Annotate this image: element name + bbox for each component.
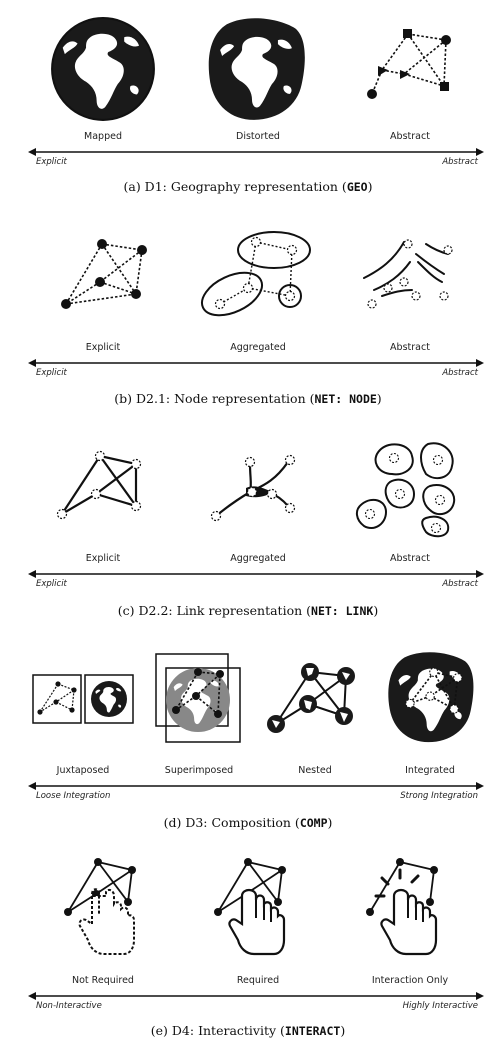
panel-link: Explicit Aggregated Abstract Explicit Ab… xyxy=(0,420,496,625)
link-explicit-icon xyxy=(56,450,142,520)
network-abstract-icon xyxy=(367,29,451,99)
label-nested: Nested xyxy=(298,765,332,776)
integrated-icon xyxy=(388,652,474,743)
panel-composition: Juxtaposed Superimposed Nested Integrate… xyxy=(0,632,496,837)
caption: (b) D2.1: Node representation (NET: NODE… xyxy=(114,391,382,406)
label-aggregated: Aggregated xyxy=(230,553,286,564)
label-distorted: Distorted xyxy=(236,131,280,142)
axis-right-label: Highly Interactive xyxy=(402,1001,478,1011)
axis-left-label: Non-Interactive xyxy=(36,1001,102,1011)
label-explicit: Explicit xyxy=(85,553,121,564)
axis-right-label: Abstract xyxy=(442,368,478,378)
label-aggregated: Aggregated xyxy=(230,342,286,353)
label-superimposed: Superimposed xyxy=(164,765,234,776)
axis-arrow xyxy=(28,992,484,1000)
axis-arrow xyxy=(28,782,484,790)
caption: (a) D1: Geography representation (GEO) xyxy=(123,179,373,194)
caption: (d) D3: Composition (COMP) xyxy=(163,815,333,830)
node-aggregated-icon xyxy=(201,231,311,317)
hand-interaction-only-icon xyxy=(366,858,438,956)
axis-arrow xyxy=(28,570,484,578)
label-abstract: Abstract xyxy=(390,553,430,564)
label-not-required: Not Required xyxy=(72,975,134,986)
panel-geography: Mapped Distorted Abstract Explicit Abstr… xyxy=(0,0,496,205)
link-abstract-icon xyxy=(356,442,456,538)
panel-node: Explicit Aggregated Abstract Explicit Ab… xyxy=(0,208,496,418)
label-explicit: Explicit xyxy=(85,342,121,353)
caption: (c) D2.2: Link representation (NET: LINK… xyxy=(117,603,379,618)
juxtaposed-icon xyxy=(32,674,134,724)
axis-left-label: Explicit xyxy=(36,368,67,378)
globe-distorted-icon xyxy=(208,18,305,120)
axis-right-label: Strong Integration xyxy=(400,791,478,801)
label-juxtaposed: Juxtaposed xyxy=(56,765,110,776)
superimposed-icon xyxy=(155,653,241,743)
axis-right-label: Abstract xyxy=(442,157,478,167)
label-abstract: Abstract xyxy=(390,342,430,353)
hand-required-icon xyxy=(214,858,286,956)
axis-right-label: Abstract xyxy=(442,579,478,589)
axis-left-label: Loose Integration xyxy=(36,791,111,801)
label-required: Required xyxy=(236,975,280,986)
link-aggregated-icon xyxy=(210,454,296,522)
axis-arrow xyxy=(28,148,484,156)
globe-mapped-icon xyxy=(51,17,155,121)
nested-icon xyxy=(267,663,355,733)
hand-not-required-icon xyxy=(64,858,136,955)
panel-interactivity: Not Required Required Interaction Only N… xyxy=(0,842,496,1046)
axis-arrow xyxy=(28,359,484,367)
axis-left-label: Explicit xyxy=(36,579,67,589)
label-interaction-only: Interaction Only xyxy=(371,975,449,986)
node-abstract-icon xyxy=(363,239,453,309)
axis-left-label: Explicit xyxy=(36,157,67,167)
node-explicit-icon xyxy=(61,239,147,309)
label-mapped: Mapped xyxy=(84,131,122,142)
label-abstract: Abstract xyxy=(390,131,430,142)
label-integrated: Integrated xyxy=(405,765,455,776)
caption: (e) D4: Interactivity (INTERACT) xyxy=(150,1023,346,1038)
